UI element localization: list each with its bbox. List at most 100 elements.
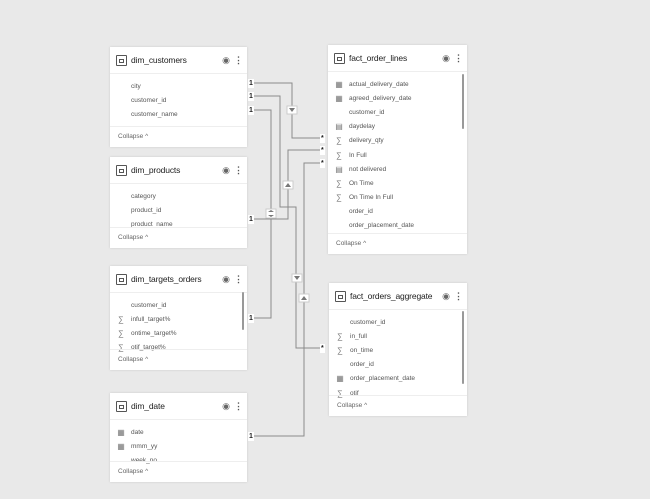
table-header[interactable]: dim_targets_orders ◉ ⋮ [110,266,247,293]
eye-icon[interactable]: ◉ [222,273,230,284]
collapse-button[interactable]: Collapse ^ [328,233,467,254]
field-label: In Full [349,151,367,159]
field-item[interactable]: ▦order_placement_date [329,372,467,386]
field-item[interactable]: ∑in_full [329,329,467,343]
field-label: daydelay [349,123,376,131]
cardinality-many: * [320,344,325,353]
table-header[interactable]: fact_orders_aggregate ◉ ⋮ [329,283,467,310]
table-header[interactable]: dim_products◉⋮ [110,157,247,184]
field-item[interactable]: ▦actual_delivery_date [328,77,467,91]
sum-icon: ∑ [336,136,342,146]
field-item[interactable]: category [110,189,247,203]
field-item[interactable]: ▦ mmm_yy [110,439,247,453]
field-item[interactable]: customer_name [110,107,247,121]
field-label: order_placement_date [349,222,415,230]
sum-icon: ∑ [118,328,124,338]
sum-icon: ∑ [337,345,343,355]
cardinality-one: 1 [248,215,254,224]
collapse-button[interactable]: Collapse ^ [110,126,247,147]
field-item[interactable]: customer_id [329,315,467,329]
field-item[interactable]: ▦date [110,425,247,439]
eye-icon[interactable]: ◉ [442,290,450,301]
field-label: mmm_yy [131,442,158,450]
field-label: agreed_delivery_date [349,94,412,102]
collapse-button[interactable]: Collapse ^ [329,395,467,416]
more-options-icon[interactable]: ⋮ [454,290,463,301]
sum-icon: ∑ [118,343,124,353]
calendar-icon: ▦ [117,427,125,437]
sum-icon: ∑ [336,193,342,203]
filter-direction-bidirectional [265,208,277,219]
field-label: product_id [131,206,162,214]
field-item[interactable]: city [110,79,247,93]
field-label: ontime_target% [131,329,177,337]
field-item[interactable]: ∑ on_time [329,343,467,357]
field-item[interactable]: ∑On Time [328,176,467,190]
more-options-icon[interactable]: ⋮ [234,164,243,175]
table-icon [334,52,345,64]
field-label: customer_name [131,110,178,118]
calendar-icon: ▦ [117,441,125,451]
more-options-icon[interactable]: ⋮ [234,400,243,411]
field-item[interactable]: order_id [328,205,467,219]
field-label: city [131,82,141,90]
eye-icon[interactable]: ◉ [222,400,230,411]
calc-icon: ▤ [335,164,343,174]
table-header[interactable]: dim_customers◉⋮ [110,47,247,74]
field-item[interactable]: ∑In Full [328,148,467,162]
field-item[interactable]: customer_id [110,93,247,107]
eye-icon[interactable]: ◉ [442,52,450,63]
field-item[interactable]: ∑otif [329,386,467,400]
calendar-icon: ▦ [335,93,343,103]
field-item[interactable]: customer_id [110,298,247,312]
collapse-button[interactable]: Collapse ^ [110,461,247,482]
field-label: in_full [350,332,367,340]
table-header[interactable]: dim_date◉⋮ [110,393,247,420]
header-actions: ◉⋮ [219,55,243,66]
collapse-button[interactable]: Collapse ^ [110,227,247,248]
field-item[interactable]: product_id [110,203,247,217]
eye-icon[interactable]: ◉ [222,54,230,65]
calendar-icon: ▦ [335,79,343,89]
field-item[interactable]: week_no [110,453,247,467]
table-card-dim-targets-orders[interactable]: dim_targets_orders ◉ ⋮ customer_id∑infull_t… [110,266,247,370]
field-label: product_name [131,220,173,228]
sum-icon: ∑ [337,388,343,398]
scrollbar[interactable] [462,74,464,129]
field-item[interactable]: order_placement_date [328,219,467,233]
table-icon [116,164,127,176]
field-item[interactable]: ▦ agreed_delivery_date [328,91,467,105]
table-card-fact-order-lines[interactable]: fact_order_lines◉⋮▦actual_delivery_date▦… [328,45,467,254]
field-item[interactable]: customer_id [328,105,467,119]
table-title: dim_targets_orders [131,274,202,284]
field-item[interactable]: ∑infull_target% [110,312,247,326]
field-item[interactable]: ▤daydelay [328,120,467,134]
field-item[interactable]: order_id [329,358,467,372]
field-item[interactable]: product_name [110,217,247,231]
more-options-icon[interactable]: ⋮ [234,273,243,284]
table-header[interactable]: fact_order_lines◉⋮ [328,45,467,72]
table-card-fact-orders-aggregate[interactable]: fact_orders_aggregate◉⋮customer_id∑in_fu… [329,283,467,416]
field-label: on_time [350,346,374,354]
scrollbar[interactable] [462,311,464,384]
field-item[interactable]: ▤not delivered [328,162,467,176]
field-item[interactable]: ∑ ontime_target% [110,326,247,340]
collapse-button[interactable]: Collapse ^ [110,349,247,370]
scrollbar[interactable] [242,292,244,330]
field-label: week_no [131,456,158,464]
field-label: order_id [349,208,373,216]
cardinality-many: * [320,159,325,168]
more-options-icon[interactable]: ⋮ [454,52,463,63]
table-title: fact_orders_aggregate [350,291,433,301]
field-item[interactable]: ∑otif_target% [110,341,247,355]
eye-icon[interactable]: ◉ [222,164,230,175]
field-item[interactable]: ∑On Time In Full [328,191,467,205]
table-icon [116,400,127,412]
more-options-icon[interactable]: ⋮ [234,54,243,65]
field-label: delivery_qty [349,137,384,145]
field-item[interactable]: ∑ delivery_qty [328,134,467,148]
